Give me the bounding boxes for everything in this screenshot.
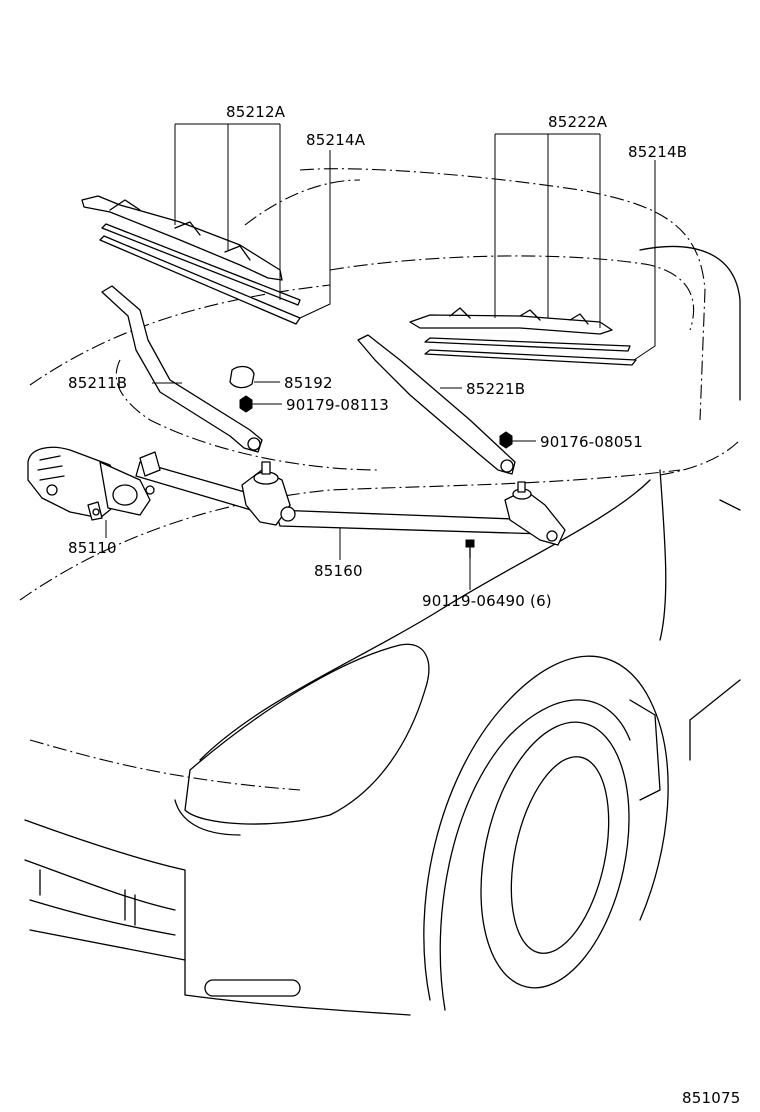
right-pivot-shaft (517, 481, 526, 493)
motor-fins (37, 455, 65, 481)
bumper-crease (29, 929, 186, 961)
label-85110: 85110 (68, 539, 117, 557)
bumper-line (29, 739, 301, 791)
leader-lines (105, 123, 656, 590)
right-arm-body (357, 334, 516, 475)
left-arm-pivot (247, 437, 261, 451)
passenger-wiper-blade (409, 307, 613, 335)
motor-mount-hole (92, 508, 100, 516)
front-wiper-blade (81, 195, 283, 281)
door-line (689, 679, 741, 761)
bumper-face (24, 819, 186, 996)
wheel-rim (510, 756, 610, 954)
front-blade-claws (109, 199, 251, 261)
left-pivot-joint (280, 506, 296, 522)
left-wiper-arm (101, 285, 263, 453)
car-body-outline (19, 168, 741, 1016)
right-arm-pivot (500, 459, 514, 473)
passenger-blade-frame (409, 314, 613, 335)
label-90119-06490: 90119-06490 (6) (422, 592, 552, 610)
leader-85214A (299, 150, 331, 319)
pivot-cap (229, 365, 255, 389)
bumper-bottom (184, 994, 411, 1016)
hood-line-right (659, 439, 741, 476)
left-pivot-shaft (261, 461, 271, 475)
label-85192: 85192 (284, 374, 333, 392)
tire (480, 721, 630, 989)
motor-housing (27, 446, 119, 519)
headlight-lower (174, 799, 241, 836)
hood-front-edge (199, 479, 651, 761)
figure-number: 851075 (682, 1089, 740, 1107)
part-labels: 85212A 85214A 85222A 85214B 85211B 85192… (68, 103, 740, 1107)
label-85212A: 85212A (226, 103, 286, 121)
grille-slats (39, 869, 136, 926)
leader-85212A (174, 123, 281, 300)
windshield-top (329, 255, 695, 331)
passenger-blade-claws (449, 307, 589, 325)
passenger-rubber-strip (424, 337, 631, 352)
link-rod-main (274, 509, 546, 535)
bolt-head (465, 539, 475, 548)
leader-85222A (494, 133, 601, 328)
wiper-link-assembly (135, 451, 566, 559)
cowl-line (19, 469, 681, 601)
right-nut (499, 431, 513, 449)
a-pillar (639, 245, 741, 401)
right-wiper-arm (357, 334, 516, 475)
label-85211B: 85211B (68, 374, 127, 392)
front-rubber-strip (101, 223, 301, 306)
passenger-rubber-insert (424, 349, 637, 366)
grille-top (24, 859, 176, 911)
fog-lamp (204, 979, 301, 997)
roof-edge-left (244, 179, 361, 226)
left-nut (239, 395, 253, 413)
passenger-wiper-rubber (424, 337, 637, 366)
wiper-motor (27, 446, 155, 521)
motor-gear-cover (112, 484, 138, 506)
wheel-arch-inner (439, 699, 631, 1011)
windshield-edge (29, 284, 331, 386)
roof-edge (299, 168, 706, 421)
label-85160: 85160 (314, 562, 363, 580)
label-90179-08113: 90179-08113 (286, 396, 389, 414)
fender-liner (629, 699, 661, 801)
motor-shaft (145, 485, 155, 495)
fender-edge (659, 469, 667, 641)
label-85221B: 85221B (466, 380, 525, 398)
label-85214A: 85214A (306, 131, 366, 149)
headlight (184, 643, 430, 825)
hood-line-left (115, 359, 381, 471)
front-blade-frame (81, 195, 283, 281)
label-85222A: 85222A (548, 113, 608, 131)
leader-85214B (633, 160, 656, 361)
grille-bottom (29, 899, 176, 936)
mirror-line (719, 499, 741, 511)
link-crank (139, 451, 161, 477)
label-90176-08051: 90176-08051 (540, 433, 643, 451)
right-pivot-joint (546, 530, 558, 542)
front-wiper-rubber (99, 223, 301, 325)
wheel-arch (423, 655, 669, 1001)
label-85214B: 85214B (628, 143, 687, 161)
motor-connector (46, 484, 58, 496)
